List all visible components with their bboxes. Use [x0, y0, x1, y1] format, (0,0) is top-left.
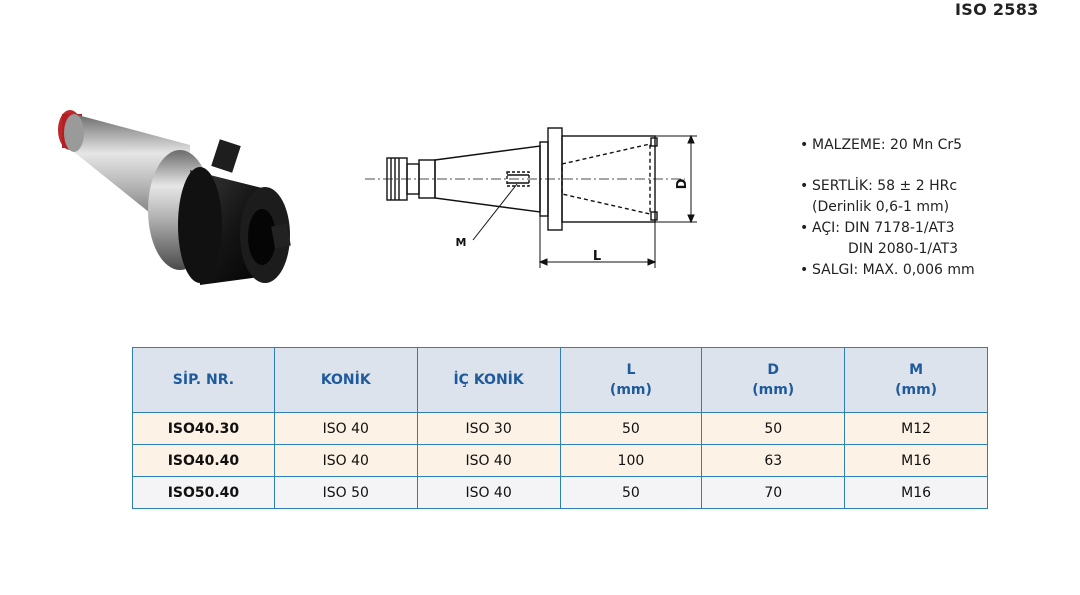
header-l: L(mm) [559, 347, 703, 413]
table-row: ISO40.40 ISO 40 ISO 40 100 63 M16 [132, 444, 988, 477]
header-d: D(mm) [701, 347, 846, 413]
spec-depth: (Derinlik 0,6-1 mm) [812, 199, 950, 215]
standard-title: ISO 2583 [955, 0, 1039, 19]
header-m: M(mm) [844, 347, 988, 413]
header-inner-taper: İÇ KONİK [416, 347, 561, 413]
label-l: L [593, 249, 601, 264]
table-row: ISO40.30 ISO 40 ISO 30 50 50 M12 [132, 412, 988, 445]
header-taper: KONİK [273, 347, 418, 413]
table-header-row: SİP. NR. KONİK İÇ KONİK L(mm) D(mm) M(mm… [132, 347, 988, 413]
spec-hardness: •SERTLİK: 58 ± 2 HRc [800, 178, 958, 194]
product-table: SİP. NR. KONİK İÇ KONİK L(mm) D(mm) M(mm… [132, 347, 988, 509]
header-order-no: SİP. NR. [132, 347, 275, 413]
spec-angle-2: DIN 2080-1/AT3 [848, 241, 959, 257]
spec-material: •MALZEME: 20 Mn Cr5 [800, 137, 963, 153]
label-d: D [675, 178, 690, 189]
label-m: M [456, 236, 467, 249]
spec-runout: •SALGI: MAX. 0,006 mm [800, 262, 975, 278]
table-row: ISO50.40 ISO 50 ISO 40 50 70 M16 [132, 476, 988, 509]
spec-angle: •AÇI: DIN 7178-1/AT3 [800, 220, 955, 236]
technical-drawing: D L M [365, 127, 697, 268]
tool-holder-photo [58, 110, 291, 285]
